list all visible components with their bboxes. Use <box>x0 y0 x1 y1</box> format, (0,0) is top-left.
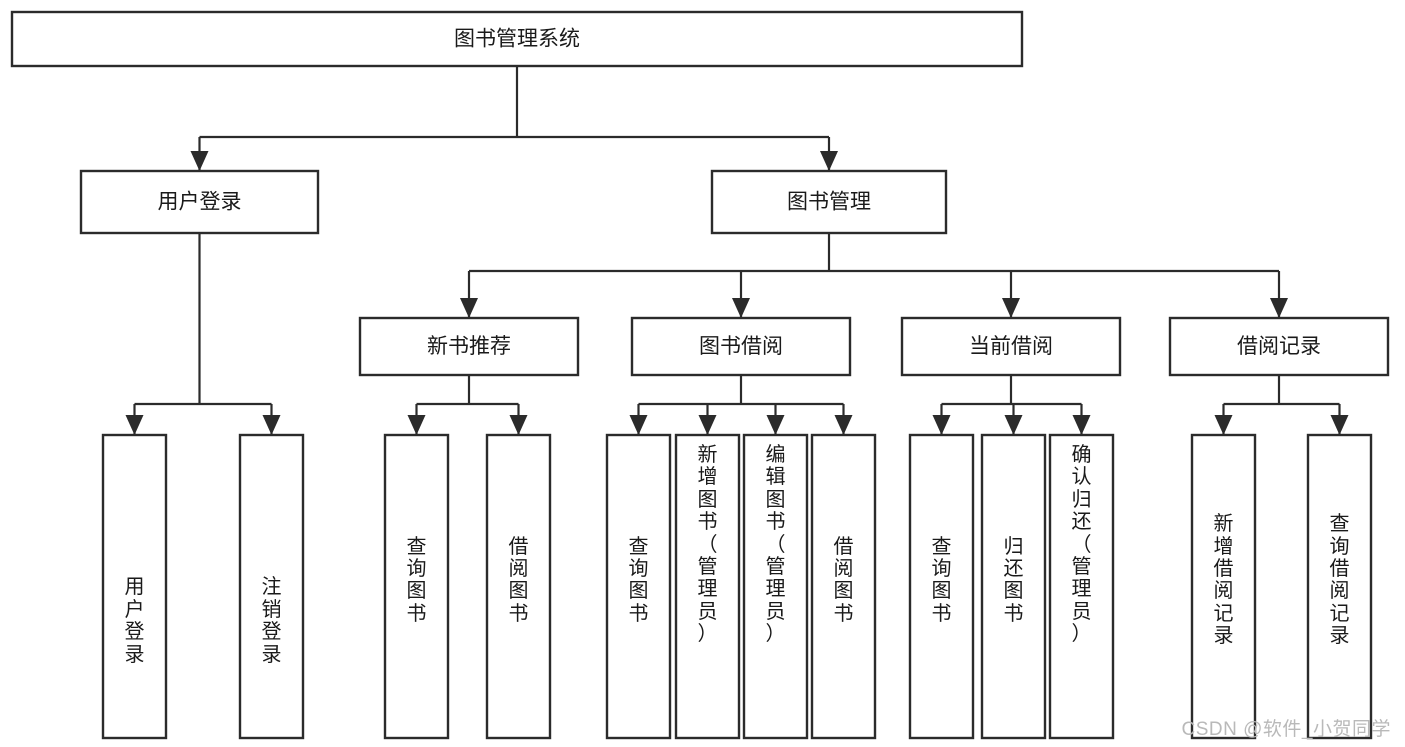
node-current-borrow-box <box>900 316 1122 377</box>
leaf-leaf-query-book-cur-box <box>908 433 975 740</box>
node-borrow-record-box <box>1168 316 1390 377</box>
leaf-leaf-user-login[interactable] <box>101 433 168 740</box>
node-borrow-record[interactable]: 借阅记录 <box>1168 316 1390 377</box>
connector-edge-borrow-bus <box>629 375 853 435</box>
leaf-leaf-edit-book-admin-box <box>742 433 809 740</box>
arrow-head-icon <box>1330 415 1349 435</box>
leaf-leaf-query-book-cur[interactable] <box>908 433 975 740</box>
leaf-leaf-query-book-rec-box <box>383 433 450 740</box>
arrow-head-icon <box>190 151 209 171</box>
connector-edge-record-bus <box>1214 375 1349 435</box>
leaf-leaf-logout[interactable] <box>238 433 305 740</box>
leaf-leaf-logout-box <box>238 433 305 740</box>
leaf-leaf-return-book[interactable] <box>980 433 1047 740</box>
arrow-head-icon <box>1002 298 1020 318</box>
node-root[interactable]: 图书管理系统 <box>10 10 1024 68</box>
leaf-leaf-query-borrow-record-box <box>1306 433 1373 740</box>
leaf-leaf-add-borrow-record-box <box>1190 433 1257 740</box>
arrow-head-icon <box>1214 415 1233 435</box>
node-user-login-label: 用户登录 <box>158 191 242 214</box>
node-book-manage-box <box>710 169 948 235</box>
arrow-head-icon <box>820 151 838 171</box>
leaf-leaf-borrow-book-box <box>810 433 877 740</box>
leaf-leaf-query-book-rec[interactable] <box>383 433 450 740</box>
watermark: CSDN @软件_小贺同学 <box>1181 719 1391 740</box>
node-borrow-record-label: 借阅记录 <box>1237 335 1321 358</box>
connector-edge-bookmanage-bus <box>460 233 1288 318</box>
node-root-box <box>10 10 1024 68</box>
arrow-head-icon <box>1270 298 1288 318</box>
node-user-login-box <box>79 169 320 235</box>
leaf-leaf-confirm-return-admin[interactable] <box>1048 433 1115 740</box>
arrow-head-icon <box>698 415 717 435</box>
arrow-head-icon <box>1004 415 1023 435</box>
leaf-leaf-add-borrow-record[interactable] <box>1190 433 1257 740</box>
leaf-leaf-confirm-return-admin-box <box>1048 433 1115 740</box>
arrow-head-icon <box>834 415 853 435</box>
node-book-borrow[interactable]: 图书借阅 <box>630 316 852 377</box>
node-book-borrow-box <box>630 316 852 377</box>
leaf-leaf-add-book-admin-box <box>674 433 741 740</box>
leaf-leaf-borrow-book[interactable] <box>810 433 877 740</box>
leaf-leaf-query-book-borrow[interactable] <box>605 433 672 740</box>
connector-edge-userlogin-bus <box>125 233 281 435</box>
leaf-leaf-query-borrow-record[interactable] <box>1306 433 1373 740</box>
connector-layer <box>125 66 1349 435</box>
node-book-manage[interactable]: 图书管理 <box>710 169 948 235</box>
node-book-manage-label: 图书管理 <box>787 191 871 214</box>
node-new-book-recommend-label: 新书推荐 <box>427 335 511 358</box>
arrow-head-icon <box>1072 415 1091 435</box>
arrow-head-icon <box>262 415 281 435</box>
leaf-leaf-query-book-borrow-box <box>605 433 672 740</box>
node-current-borrow[interactable]: 当前借阅 <box>900 316 1122 377</box>
connector-edge-current-bus <box>932 375 1091 435</box>
leaf-leaf-add-book-admin[interactable] <box>674 433 741 740</box>
node-current-borrow-label: 当前借阅 <box>969 335 1053 358</box>
node-new-book-recommend-box <box>358 316 580 377</box>
arrow-head-icon <box>766 415 785 435</box>
arrow-head-icon <box>629 415 648 435</box>
leaf-leaf-user-login-box <box>101 433 168 740</box>
connector-edge-root-bus <box>190 66 838 171</box>
leaf-leaf-borrow-book-rec-box <box>485 433 552 740</box>
leaf-leaf-return-book-box <box>980 433 1047 740</box>
node-user-login[interactable]: 用户登录 <box>79 169 320 235</box>
arrow-head-icon <box>460 298 478 318</box>
arrow-head-icon <box>732 298 750 318</box>
arrow-head-icon <box>509 415 528 435</box>
leaf-leaf-borrow-book-rec[interactable] <box>485 433 552 740</box>
arrow-head-icon <box>407 415 426 435</box>
connector-edge-recommend-bus <box>407 375 528 435</box>
leaf-leaf-edit-book-admin[interactable] <box>742 433 809 740</box>
node-book-borrow-label: 图书借阅 <box>699 335 783 358</box>
node-new-book-recommend[interactable]: 新书推荐 <box>358 316 580 377</box>
node-root-label: 图书管理系统 <box>454 28 580 51</box>
arrow-head-icon <box>932 415 951 435</box>
arrow-head-icon <box>125 415 144 435</box>
